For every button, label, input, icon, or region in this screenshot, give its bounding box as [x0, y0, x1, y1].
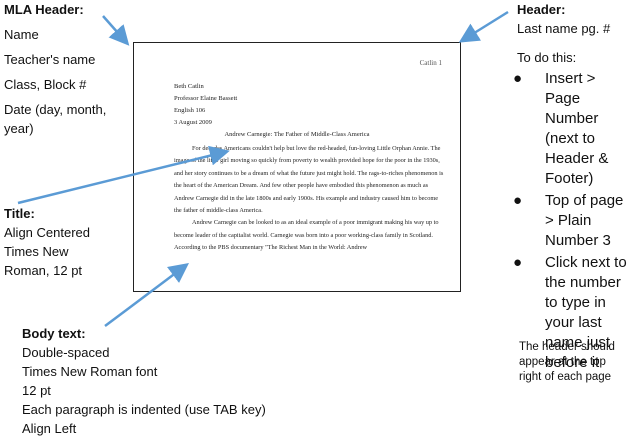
- mla-heading-block: Beth Catlin Professor Elaine Bassett Eng…: [174, 81, 237, 129]
- sample-document-page: Catlin 1 Beth Catlin Professor Elaine Ba…: [133, 42, 461, 292]
- body-text-line: Double-spaced: [22, 345, 110, 360]
- todo-step-line: Insert >: [545, 70, 596, 87]
- note-line: right of each page: [519, 371, 612, 383]
- todo-step-line: Footer): [545, 170, 594, 187]
- body-paragraph: For decades Americans couldn't help but …: [174, 145, 444, 215]
- header-annotation-line: Last name pg. #: [517, 21, 611, 36]
- mla-item-class: Class, Block #: [4, 77, 87, 92]
- mla-header-heading: MLA Header:: [4, 2, 84, 17]
- body-text-line: Align Left: [22, 421, 77, 436]
- todo-heading: To do this:: [517, 50, 577, 65]
- page-header: Catlin 1: [419, 59, 442, 67]
- note-line: appear at the top: [519, 356, 606, 368]
- bullet-icon: ●: [513, 254, 523, 271]
- todo-step-line: the number: [545, 274, 621, 291]
- header-annotation: Header: Last name pg. #: [517, 0, 610, 38]
- body-text-line: Each paragraph is indented (use TAB key): [22, 402, 266, 417]
- todo-step-line: Top of page: [545, 192, 624, 209]
- title-annotation-line: Align Centered: [4, 225, 90, 240]
- arrow-header: [458, 10, 509, 43]
- todo-step-line: Page: [545, 90, 581, 107]
- todo-step-line: Number: [545, 110, 599, 127]
- header-annotation-heading: Header:: [517, 2, 566, 17]
- arrow-mla-header: [102, 15, 130, 46]
- body-text-line: 12 pt: [22, 383, 51, 398]
- todo-step-line: > Plain: [545, 212, 592, 229]
- todo-step-line: Number 3: [545, 232, 611, 249]
- bullet-icon: ●: [513, 70, 523, 87]
- mla-header-annotation: MLA Header: Name Teacher's name Class, B…: [4, 0, 106, 138]
- todo-step-line: before it: [545, 354, 600, 371]
- todo-step-line: (next to: [545, 130, 596, 147]
- mla-item-date: Date (day, month,: [4, 102, 107, 117]
- body-text-line: Times New Roman font: [22, 364, 158, 379]
- body-paragraph: Andrew Carnegie can be looked to as an i…: [174, 219, 439, 252]
- body-text-annotation: Body text: Double-spaced Times New Roman…: [22, 324, 266, 438]
- document-title: Andrew Carnegie: The Father of Middle-Cl…: [224, 131, 370, 138]
- title-annotation-line: Roman, 12 pt: [4, 263, 83, 278]
- note-line: The header should: [519, 341, 615, 353]
- mla-item-name: Name: [4, 27, 39, 42]
- title-annotation-line: Times New: [4, 244, 69, 259]
- todo-step-top-of-page: ● Top of page > Plain Number 3: [513, 191, 640, 251]
- todo-step-insert: ● Insert > Page Number (next to Header &…: [513, 69, 640, 189]
- student-name: Beth Catlin: [174, 83, 204, 90]
- mla-item-date-cont: year): [4, 121, 34, 136]
- todo-step-line: your last: [545, 314, 602, 331]
- todo-annotation: To do this: ● Insert > Page Number (next…: [513, 48, 640, 373]
- todo-step-line: Header &: [545, 150, 609, 167]
- teacher-name: Professor Elaine Bassett: [174, 95, 238, 102]
- todo-step-line: name just: [545, 334, 611, 351]
- bullet-icon: ●: [513, 192, 523, 209]
- header-placement-note: The header should appear at the top righ…: [519, 340, 640, 385]
- date: 3 August 2009: [174, 119, 212, 126]
- class-name: English 106: [174, 107, 206, 114]
- todo-step-line: to type in: [545, 294, 606, 311]
- todo-step-line: Click next to: [545, 254, 627, 271]
- mla-item-teacher: Teacher's name: [4, 52, 96, 67]
- title-annotation-heading: Title:: [4, 206, 35, 221]
- title-annotation: Title: Align Centered Times New Roman, 1…: [4, 204, 90, 280]
- body-text-heading: Body text:: [22, 326, 86, 341]
- document-body: For decades Americans couldn't help but …: [174, 143, 446, 255]
- todo-step-click-next: ● Click next to the number to type in yo…: [513, 253, 640, 373]
